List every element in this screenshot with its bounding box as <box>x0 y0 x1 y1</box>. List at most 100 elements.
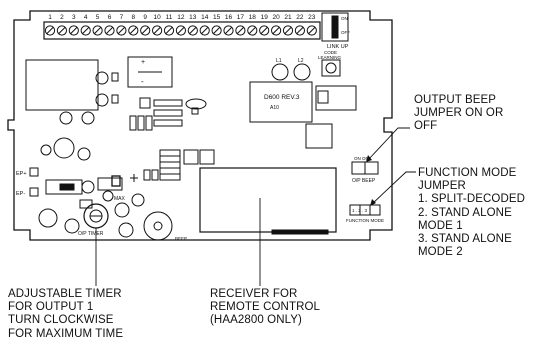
terminal-number: 3 <box>72 14 76 21</box>
callout-line: FOR MAXIMUM TIME <box>8 327 124 340</box>
svg-text:EP+: EP+ <box>16 171 27 177</box>
terminal-screw <box>175 25 186 36</box>
terminal-number: 4 <box>84 14 88 21</box>
terminal-number: 13 <box>189 14 197 21</box>
svg-text:+: + <box>141 59 145 66</box>
function-leader <box>371 171 416 205</box>
terminal-number: 21 <box>284 14 292 21</box>
link-up-jumper <box>321 12 349 42</box>
terminal-number: 17 <box>237 14 245 21</box>
terminal-screw <box>104 25 115 36</box>
terminal-screw <box>187 25 198 36</box>
receiver-module <box>199 167 337 233</box>
svg-text:O/P BEEP: O/P BEEP <box>352 178 376 184</box>
terminal-screw <box>116 25 127 36</box>
terminal-screw <box>259 25 270 36</box>
terminal-number: 23 <box>308 14 316 21</box>
terminal-screw <box>306 25 317 36</box>
terminal-number: 15 <box>213 14 221 21</box>
terminal-screw <box>56 25 68 36</box>
terminal-number: 1 <box>48 14 52 21</box>
svg-text:ON: ON <box>341 16 348 21</box>
callout-line: 2. STAND ALONE <box>418 206 512 219</box>
svg-text:BEEP: BEEP <box>175 236 187 241</box>
svg-text:-: - <box>141 77 144 86</box>
svg-text:EP-: EP- <box>16 191 25 197</box>
svg-text:L1: L1 <box>276 58 282 64</box>
terminal-number: 7 <box>120 14 124 21</box>
terminal-number: 8 <box>131 14 135 21</box>
terminal-screw <box>140 25 151 36</box>
terminal-screw <box>163 25 175 36</box>
callout-line: MODE 1 <box>418 219 463 232</box>
svg-text:A10: A10 <box>270 105 279 111</box>
callout-line: OUTPUT BEEP <box>414 94 497 106</box>
board-outline <box>7 10 393 241</box>
terminal-number: 11 <box>166 14 173 21</box>
beeper <box>143 211 173 241</box>
callout-line: ADJUSTABLE TIMER <box>8 288 122 300</box>
callout-line: FUNCTION MODE <box>418 167 517 179</box>
callout-line: REMOTE CONTROL <box>210 301 321 314</box>
callout-line: MODE 2 <box>418 246 463 259</box>
svg-text:D600 REV.3: D600 REV.3 <box>264 94 300 101</box>
callout-line: 3. STAND ALONE <box>418 233 512 246</box>
code-learning-button <box>321 59 341 77</box>
svg-text:O/P TIMER: O/P TIMER <box>78 231 104 237</box>
terminal-number: 6 <box>108 14 112 21</box>
callout-line: JUMPER ON OR <box>414 107 504 120</box>
svg-text:ON OFF: ON OFF <box>354 156 371 161</box>
callout-line: TURN CLOCKWISE <box>8 314 114 327</box>
terminal-screw <box>271 25 282 36</box>
svg-text:MAX: MAX <box>114 196 126 202</box>
inductor-l2 <box>293 63 311 81</box>
terminal-number: 22 <box>296 14 304 21</box>
terminal-number: 20 <box>272 14 280 21</box>
terminal-screw <box>68 25 79 36</box>
link-up-label: LINK UP <box>327 44 349 50</box>
callout-line: OFF <box>414 120 438 133</box>
terminal-screw <box>247 25 258 36</box>
terminal-number: 12 <box>177 14 185 21</box>
terminal-screw <box>152 25 163 36</box>
beep-leader <box>367 127 410 161</box>
terminal-number: 16 <box>225 14 233 21</box>
svg-text:OFF: OFF <box>341 30 350 35</box>
terminal-number: 2 <box>60 14 64 21</box>
terminal-screw <box>80 25 91 36</box>
callout-line: 1. SPLIT-DECODED <box>418 193 526 206</box>
terminal-screw <box>223 25 234 36</box>
terminal-number: 5 <box>96 14 100 21</box>
terminal-screw <box>211 25 222 36</box>
terminal-screw <box>128 25 139 36</box>
callout-line: (HAA2800 ONLY) <box>210 314 302 327</box>
terminal-screw <box>294 25 305 36</box>
terminal-number: 9 <box>143 14 147 21</box>
power-block <box>25 59 99 111</box>
main-chip <box>249 81 313 123</box>
callout-line: FOR OUTPUT 1 <box>8 301 94 314</box>
terminal-screw <box>235 25 246 36</box>
terminal-screw <box>199 25 210 36</box>
terminal-block <box>43 21 321 40</box>
callout-line: RECEIVER FOR <box>210 288 298 300</box>
terminal-screw <box>282 25 294 36</box>
terminal-number: 10 <box>153 14 161 21</box>
svg-text:1 . 2 . 3: 1 . 2 . 3 <box>352 208 368 213</box>
function-mode-jumper <box>349 204 381 216</box>
terminal-screw <box>44 25 56 36</box>
terminal-screws <box>44 25 317 36</box>
svg-text:CODE: CODE <box>324 50 337 55</box>
terminal-number: 19 <box>261 14 269 21</box>
terminal-screw <box>92 25 103 36</box>
terminal-number: 14 <box>201 14 209 21</box>
terminal-number: 18 <box>249 14 257 21</box>
callout-line: JUMPER <box>418 180 466 193</box>
svg-text:FUNCTION MODE: FUNCTION MODE <box>346 218 384 223</box>
